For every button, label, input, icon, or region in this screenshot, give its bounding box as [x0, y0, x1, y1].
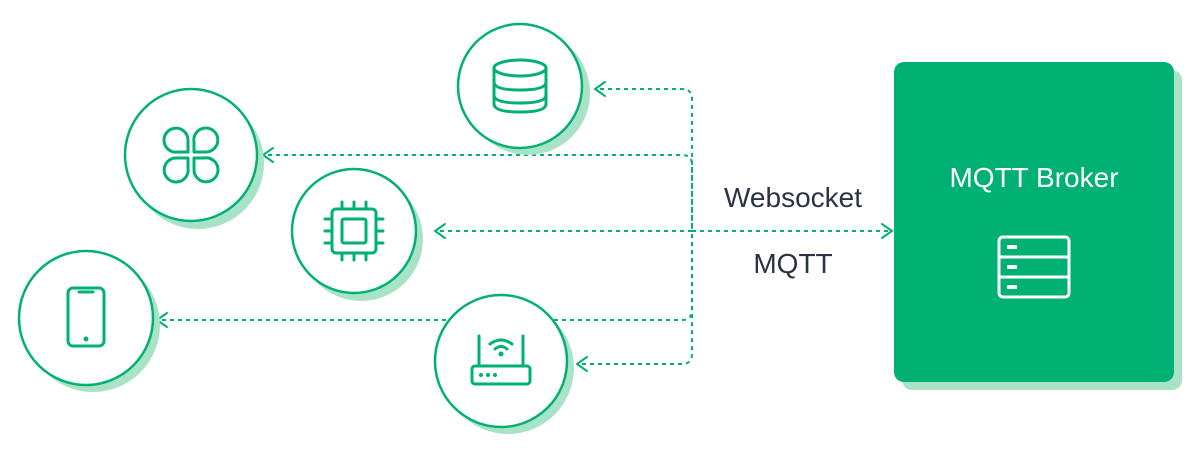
mqtt-broker: MQTT Broker — [894, 62, 1182, 390]
protocol-label-websocket: Websocket — [724, 182, 862, 213]
database-icon — [492, 58, 548, 114]
chip-icon — [323, 200, 385, 262]
client-node-clover — [123, 87, 264, 229]
link-router — [582, 231, 693, 365]
broker-box — [894, 62, 1174, 382]
arrowhead-chip — [434, 223, 446, 239]
link-database — [600, 88, 693, 231]
client-node-router — [433, 293, 574, 434]
server-stack-icon — [997, 235, 1071, 299]
connection-lines — [162, 88, 888, 365]
router-icon — [470, 334, 532, 386]
arrowhead-router — [576, 356, 588, 372]
broker-title: MQTT Broker — [949, 162, 1118, 193]
protocol-label-mqtt: MQTT — [753, 248, 832, 279]
arrowhead-database — [594, 81, 606, 97]
phone-icon — [66, 286, 106, 348]
clover-icon — [162, 126, 220, 184]
client-node-phone — [17, 249, 160, 392]
link-phone — [162, 231, 693, 321]
client-node-database — [456, 22, 590, 155]
client-node-chip — [290, 167, 423, 301]
arrowhead-broker — [881, 223, 893, 239]
